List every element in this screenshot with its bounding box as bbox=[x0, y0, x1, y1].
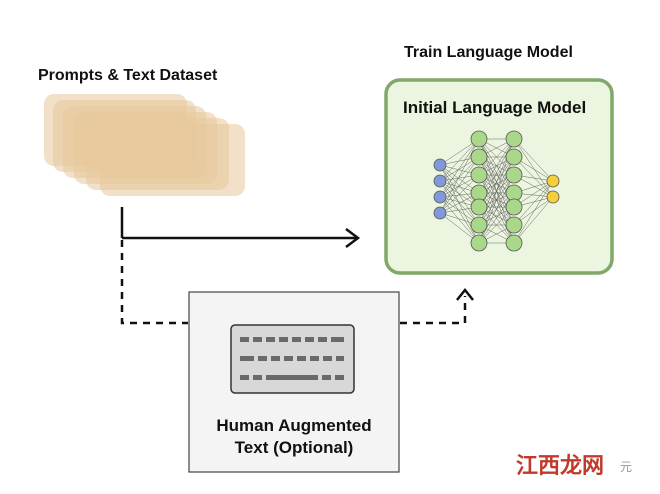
nn-node bbox=[470, 130, 488, 148]
human-text-line2: Text (Optional) bbox=[234, 438, 354, 457]
nn-edge bbox=[439, 174, 480, 214]
dataset-card bbox=[100, 124, 245, 196]
nn-edge bbox=[478, 138, 515, 194]
nn-edge bbox=[513, 138, 554, 182]
nn-node bbox=[433, 190, 447, 204]
nn-edge bbox=[439, 138, 480, 214]
nn-edge bbox=[439, 196, 480, 244]
watermark-logo: 江西龙网 bbox=[516, 453, 605, 479]
nn-node bbox=[470, 148, 488, 166]
neural-network bbox=[433, 130, 560, 252]
nn-node bbox=[505, 234, 523, 252]
nn-node bbox=[433, 174, 447, 188]
nn-edge bbox=[439, 180, 480, 244]
nn-edge bbox=[513, 156, 554, 198]
nn-node bbox=[546, 190, 560, 204]
watermark-suffix: 元 bbox=[620, 460, 633, 474]
nn-node bbox=[470, 234, 488, 252]
nn-node bbox=[470, 166, 488, 184]
human-text-line1: Human Augmented bbox=[216, 416, 372, 435]
nn-edge bbox=[513, 180, 554, 226]
solid-arrow bbox=[120, 207, 361, 248]
nn-node bbox=[505, 130, 523, 148]
arrow-up-icon bbox=[456, 287, 474, 301]
nn-edge bbox=[439, 156, 480, 198]
nn-edge bbox=[439, 156, 480, 214]
nn-edge bbox=[439, 138, 480, 198]
nn-node bbox=[433, 158, 447, 172]
nn-node bbox=[505, 216, 523, 234]
arrow-right-icon bbox=[345, 228, 361, 248]
nn-edge bbox=[513, 196, 554, 244]
nn-node bbox=[505, 166, 523, 184]
nn-edge bbox=[513, 180, 554, 244]
nn-node bbox=[505, 148, 523, 166]
nn-node bbox=[470, 198, 488, 216]
dashed-arrow bbox=[120, 240, 474, 325]
initial-lm-title: Initial Language Model bbox=[403, 98, 587, 117]
nn-edge bbox=[513, 138, 554, 198]
nn-node bbox=[433, 206, 447, 220]
dataset-stack bbox=[44, 94, 245, 196]
keyboard-icon bbox=[230, 324, 355, 394]
nn-node bbox=[546, 174, 560, 188]
nn-node bbox=[470, 216, 488, 234]
prompts-dataset-label: Prompts & Text Dataset bbox=[38, 67, 218, 84]
nn-edge bbox=[439, 138, 480, 182]
train-lm-label: Train Language Model bbox=[404, 44, 573, 61]
nn-edge bbox=[478, 174, 515, 244]
nn-node bbox=[505, 198, 523, 216]
